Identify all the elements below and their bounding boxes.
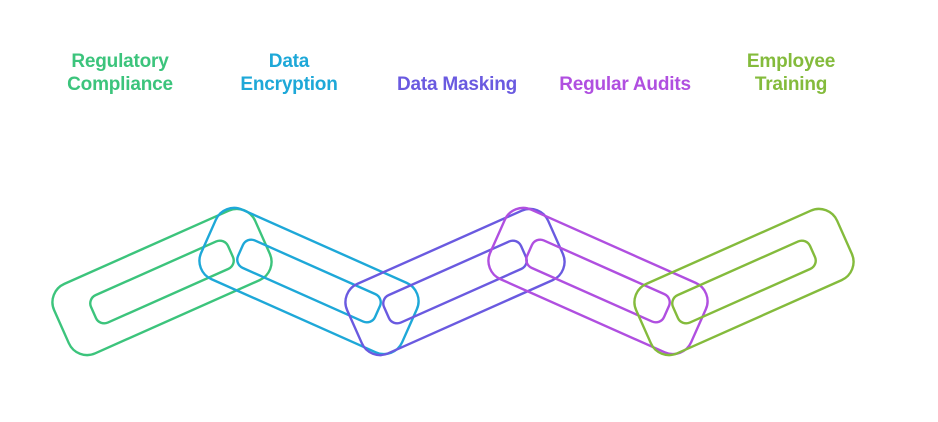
label-line: Compliance xyxy=(67,74,173,95)
label-line: Employee xyxy=(746,51,836,72)
label-data-masking: Data Masking xyxy=(367,73,547,96)
label-employee-training: Employee Training xyxy=(701,50,881,96)
chain-link-data-encryption xyxy=(198,206,420,356)
chain-link-regulatory-compliance xyxy=(51,207,273,357)
label-line: Regulatory xyxy=(71,51,169,72)
chain-link-employee-training xyxy=(633,207,855,357)
label-line: Data xyxy=(268,51,310,72)
label-data-encryption: Data Encryption xyxy=(199,50,379,96)
label-line: Regular Audits xyxy=(559,74,691,95)
label-regular-audits: Regular Audits xyxy=(535,73,715,96)
label-regulatory-compliance: Regulatory Compliance xyxy=(30,50,210,96)
label-line: Data Masking xyxy=(396,74,518,95)
chain-link-regular-audits xyxy=(487,206,709,356)
label-line: Encryption xyxy=(240,74,338,95)
label-line: Training xyxy=(754,74,828,95)
chain-link-data-masking xyxy=(344,207,566,357)
